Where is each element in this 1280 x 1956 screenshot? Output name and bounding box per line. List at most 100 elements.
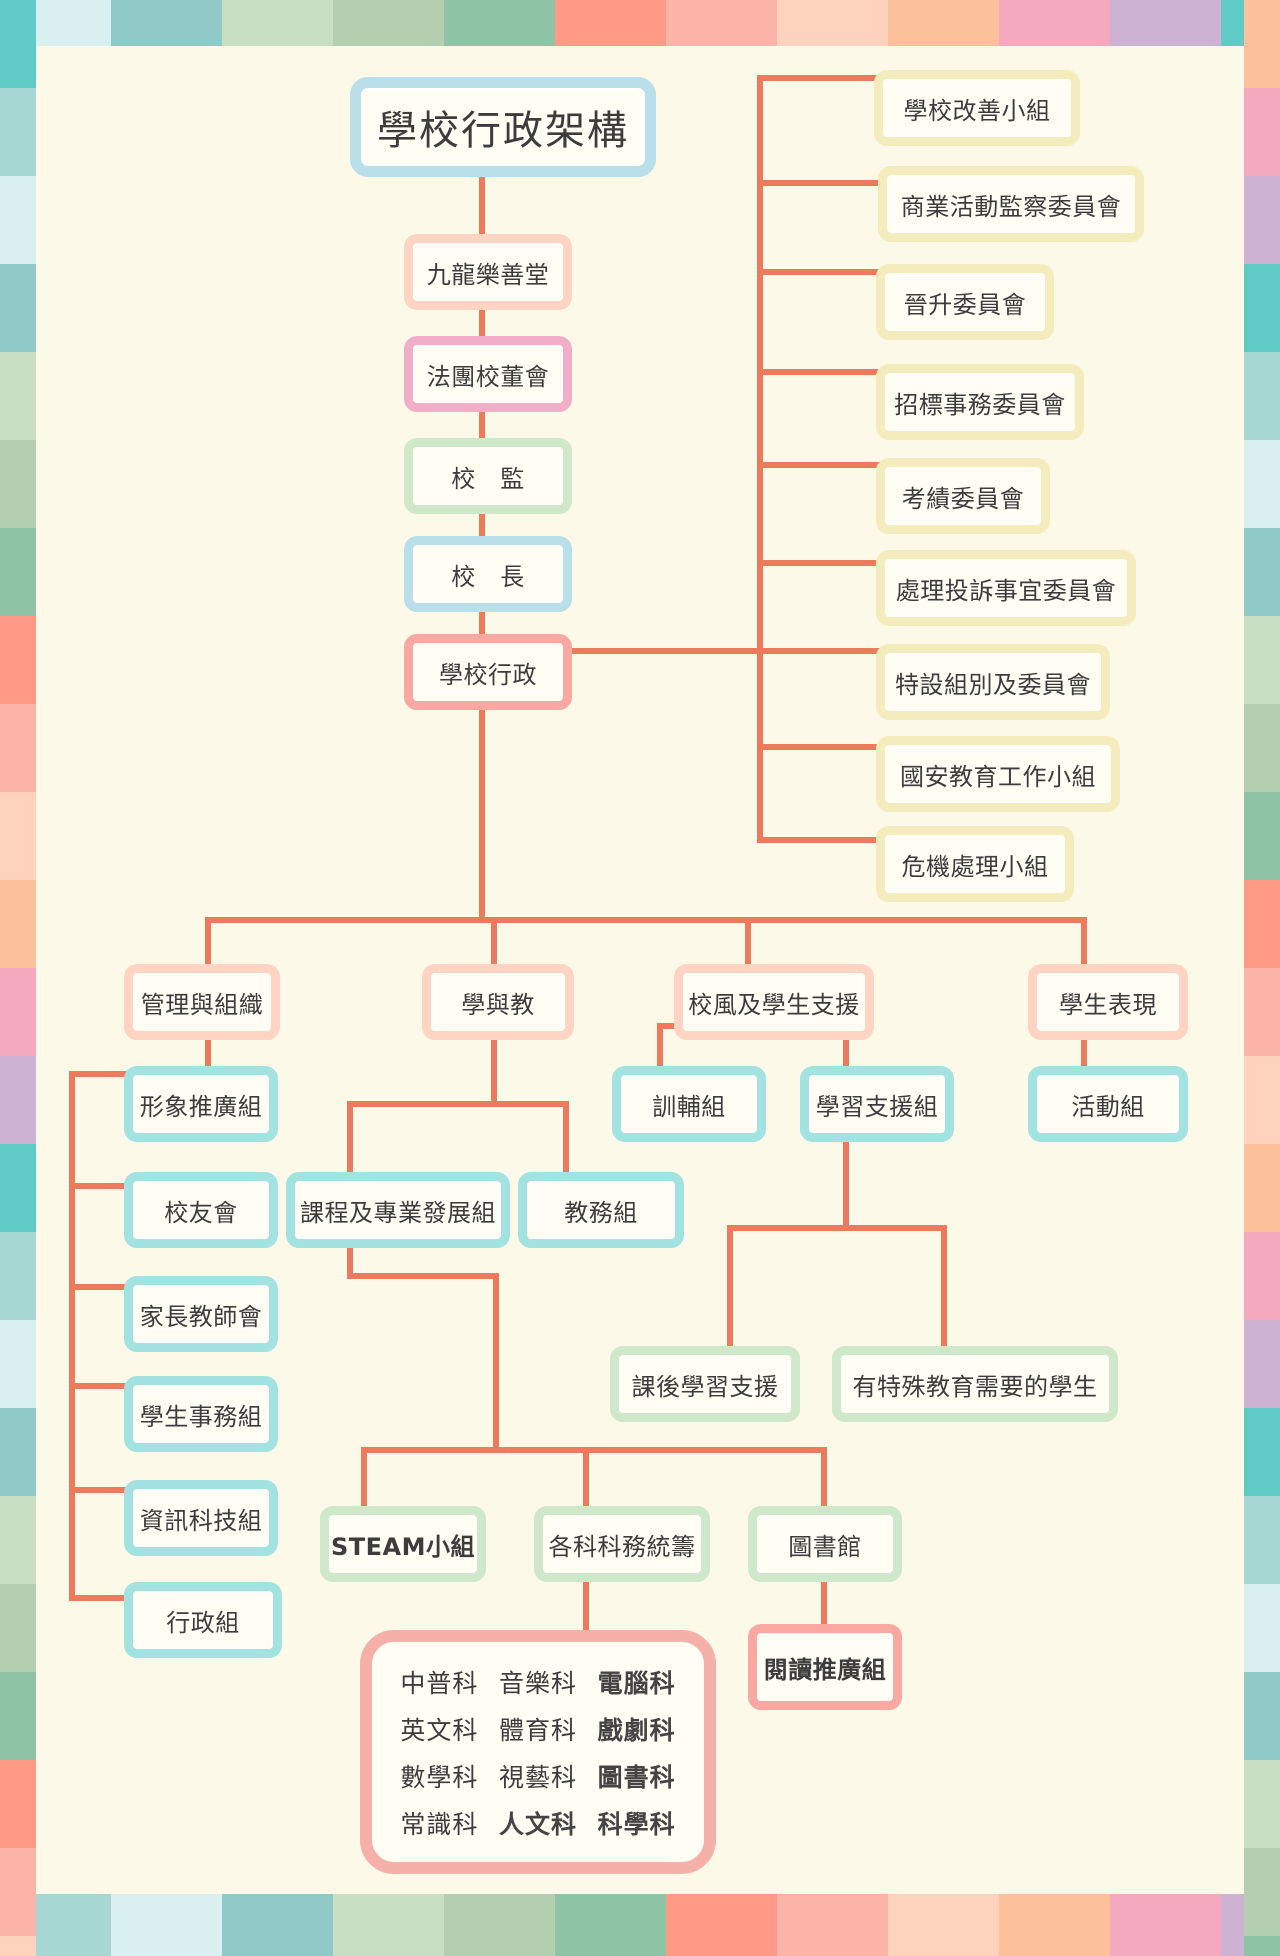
border-tile <box>0 88 36 176</box>
border-tile <box>444 0 555 46</box>
border-tile <box>0 1232 36 1320</box>
subject-item: 中普科 <box>400 1668 479 1698</box>
group-alumni: 校友會 <box>124 1172 278 1248</box>
group-activities: 活動組 <box>1028 1066 1188 1142</box>
border-tile <box>1110 0 1221 46</box>
border-tile <box>555 1894 666 1956</box>
border-tile <box>1244 1936 1280 1956</box>
border-tile <box>777 0 888 46</box>
border-tile <box>0 528 36 616</box>
border-tile <box>0 1408 36 1496</box>
border-tile <box>0 1320 36 1408</box>
committee-special-groups: 特設組別及委員會 <box>876 644 1110 720</box>
border-tile <box>0 704 36 792</box>
group-curriculum: 課程及專業發展組 <box>286 1172 510 1248</box>
node-principal: 校 長 <box>404 536 572 612</box>
subject-item: 體育科 <box>498 1715 577 1745</box>
node-kowloon: 九龍樂善堂 <box>404 234 572 310</box>
border-tile <box>0 1672 36 1760</box>
border-tile <box>0 616 36 704</box>
border-tile <box>1244 1408 1280 1496</box>
border-tile <box>1244 1232 1280 1320</box>
subject-item: 人文科 <box>498 1809 577 1839</box>
border-tile <box>1244 1496 1280 1584</box>
group-it: 資訊科技組 <box>124 1480 278 1556</box>
subject-item: 常識科 <box>400 1809 479 1839</box>
domain-ethos: 校風及學生支援 <box>674 964 874 1040</box>
node-supervisor: 校 監 <box>404 438 572 514</box>
border-tile <box>0 1936 36 1956</box>
border-tile <box>333 1894 444 1956</box>
border-tile <box>0 352 36 440</box>
border-tile <box>999 0 1110 46</box>
border-tile <box>0 264 36 352</box>
border-tile <box>0 880 36 968</box>
chart-title: 學校行政架構 <box>350 77 656 177</box>
border-tile <box>1244 1056 1280 1144</box>
subject-item: 電腦科 <box>597 1668 676 1698</box>
border-tile <box>1244 264 1280 352</box>
border-tile <box>555 0 666 46</box>
border-tile <box>1244 968 1280 1056</box>
subject-item: 科學科 <box>597 1809 676 1839</box>
border-tile <box>333 0 444 46</box>
subject-item: 英文科 <box>400 1715 479 1745</box>
domain-management: 管理與組織 <box>124 964 280 1040</box>
node-school-admin: 學校行政 <box>404 634 572 710</box>
border-tile <box>777 1894 888 1956</box>
border-tile <box>444 1894 555 1956</box>
group-student-affairs: 學生事務組 <box>124 1376 278 1452</box>
border-tile <box>1244 1584 1280 1672</box>
border-tile <box>0 1848 36 1936</box>
border-tile <box>1244 880 1280 968</box>
subject-item: 視藝科 <box>498 1762 577 1792</box>
subject-item: 音樂科 <box>498 1668 577 1698</box>
border-tile <box>1244 176 1280 264</box>
group-learning-support: 學習支援組 <box>800 1066 954 1142</box>
border-tile <box>0 1584 36 1672</box>
group-image-promotion: 形象推廣組 <box>124 1066 278 1142</box>
border-tile <box>0 0 36 88</box>
group-sen-students: 有特殊教育需要的學生 <box>832 1346 1118 1422</box>
border-tile <box>999 1894 1110 1956</box>
committee-tender: 招標事務委員會 <box>876 364 1084 440</box>
node-board: 法團校董會 <box>404 336 572 412</box>
subjects-panel: 中普科 音樂科 電腦科 英文科 體育科 戲劇科 數學科 視藝科 圖書科 常識科 … <box>360 1630 716 1874</box>
border-tile <box>1244 352 1280 440</box>
group-academic: 教務組 <box>518 1172 684 1248</box>
border-tile <box>888 0 999 46</box>
committee-promotion: 晉升委員會 <box>876 264 1054 340</box>
border-tile <box>1244 792 1280 880</box>
border-tile <box>0 440 36 528</box>
border-tile <box>0 1760 36 1848</box>
border-tile <box>1244 0 1280 88</box>
border-tile <box>1244 704 1280 792</box>
border-tile <box>0 968 36 1056</box>
border-tile <box>666 1894 777 1956</box>
group-guidance: 訓輔組 <box>612 1066 766 1142</box>
group-steam: STEAM小組 <box>320 1506 486 1582</box>
committee-crisis: 危機處理小組 <box>876 826 1074 902</box>
border-tile <box>222 0 333 46</box>
group-pta: 家長教師會 <box>124 1276 278 1352</box>
border-tile <box>1244 440 1280 528</box>
border-tile <box>0 176 36 264</box>
group-subject-coordination: 各科科務統籌 <box>534 1506 710 1582</box>
subject-item: 數學科 <box>400 1762 479 1792</box>
group-library: 圖書館 <box>748 1506 902 1582</box>
group-reading-promotion: 閱讀推廣組 <box>748 1624 902 1710</box>
border-tile <box>1244 88 1280 176</box>
border-tile <box>0 1056 36 1144</box>
committee-school-improvement: 學校改善小組 <box>874 70 1080 146</box>
border-tile <box>1244 528 1280 616</box>
subject-item: 戲劇科 <box>597 1715 676 1745</box>
group-administration: 行政組 <box>124 1582 282 1658</box>
border-tile <box>1244 1760 1280 1848</box>
border-tile <box>1244 1144 1280 1232</box>
border-tile <box>0 1144 36 1232</box>
border-tile <box>111 1894 222 1956</box>
border-tile <box>0 1496 36 1584</box>
committee-complaints: 處理投訴事宜委員會 <box>876 550 1136 626</box>
group-after-school-support: 課後學習支援 <box>610 1346 800 1422</box>
